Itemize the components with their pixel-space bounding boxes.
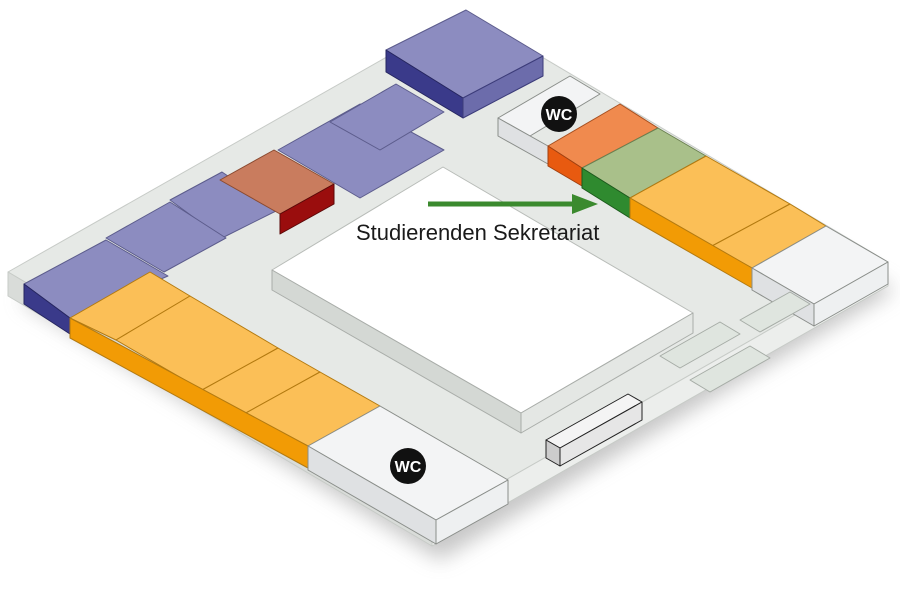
- room-group-purple-back: [23, 9, 544, 335]
- wc-icon[interactable]: WC: [390, 448, 426, 484]
- glass-blocks: [545, 291, 811, 467]
- courtyard-wall-right: [520, 312, 694, 434]
- destination-label: Studierenden Sekretariat: [356, 220, 599, 245]
- room-purple-face-r: [462, 55, 544, 119]
- room-group-right: [497, 75, 889, 327]
- room-white-face-r: [813, 261, 889, 327]
- room-purple[interactable]: [329, 83, 445, 151]
- arrow-right-icon: [572, 194, 598, 214]
- room-red-dark[interactable]: [279, 183, 335, 235]
- wc-icon[interactable]: WC: [541, 96, 577, 132]
- room-white-face-r: [435, 479, 509, 545]
- wc-label: WC: [395, 459, 422, 476]
- room-purple[interactable]: [105, 201, 227, 273]
- room-group-orange-left: [69, 271, 381, 469]
- wc-label: WC: [546, 107, 573, 124]
